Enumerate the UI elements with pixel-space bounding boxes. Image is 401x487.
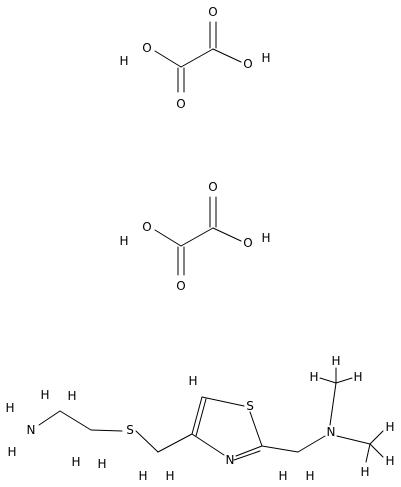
- bond-ring: [191, 396, 203, 435]
- atom-o: O: [176, 97, 185, 111]
- atom-h: H: [309, 370, 318, 384]
- atom-h: H: [165, 469, 174, 483]
- atom-o: O: [142, 41, 151, 55]
- oxalic-acid-molecule-1: H O O O O H: [119, 5, 270, 111]
- atom-h: H: [97, 457, 106, 471]
- atom-o: O: [208, 5, 217, 19]
- bond-c-s: [90, 429, 123, 432]
- atom-h: H: [188, 374, 197, 388]
- atom-h: H: [138, 469, 147, 483]
- oxalic-acid-molecule-2: H O O O O H: [119, 180, 270, 293]
- bond-s-c: [135, 430, 159, 453]
- atom-h: H: [385, 454, 394, 468]
- bond-c-n: [297, 435, 326, 453]
- bond-n-c: [38, 410, 61, 426]
- atom-h: H: [261, 51, 270, 65]
- atom-o: O: [208, 180, 217, 194]
- atom-h: H: [40, 388, 49, 402]
- bond-ring: [201, 396, 245, 407]
- bond-ring-double: [233, 450, 261, 461]
- atom-h: H: [119, 234, 128, 248]
- atom-h: H: [71, 455, 80, 469]
- atom-n: N: [226, 453, 235, 467]
- thiazole-amine-molecule: H N H H H H H S H H H S N H H N: [5, 374, 371, 483]
- bond-ring: [235, 445, 263, 457]
- atom-o: O: [243, 57, 252, 71]
- atom-h: H: [360, 465, 369, 479]
- bond-n-me: [336, 435, 371, 445]
- atom-h: H: [353, 370, 362, 384]
- bond-c-h: [369, 430, 384, 445]
- bond-n-me: [329, 382, 337, 426]
- atom-h: H: [278, 469, 287, 483]
- bond-c-cring: [157, 433, 193, 453]
- bond-c-h: [319, 377, 337, 384]
- atom-o: O: [142, 220, 151, 234]
- bond-oh-c: [154, 229, 182, 247]
- bond-c-c: [180, 227, 214, 247]
- bond-c-oh: [212, 227, 242, 242]
- atom-h: H: [385, 420, 394, 434]
- methyl-group-2: H H H: [360, 420, 394, 479]
- atom-o: O: [243, 236, 252, 250]
- atom-s: S: [246, 399, 254, 413]
- atom-n: N: [327, 425, 336, 439]
- atom-h: H: [261, 231, 270, 245]
- bond-ring: [249, 411, 263, 447]
- bond-ring-double: [195, 398, 207, 437]
- atom-s: S: [126, 423, 134, 437]
- atom-h: H: [119, 54, 128, 68]
- methyl-group-1: H H H: [309, 354, 362, 384]
- bond-c-c: [180, 48, 214, 68]
- bond-cring-c: [261, 445, 299, 453]
- atom-o: O: [176, 279, 185, 293]
- atom-h: H: [305, 469, 314, 483]
- bond-c-h: [369, 443, 384, 458]
- bond-ring: [191, 433, 225, 456]
- bond-c-oh: [212, 48, 242, 63]
- atom-h: H: [7, 445, 16, 459]
- atom-h: H: [331, 354, 340, 368]
- bond-c-h: [365, 443, 371, 463]
- bond-oh-c: [154, 50, 182, 68]
- atom-h: H: [67, 389, 76, 403]
- bond-c-h: [335, 377, 353, 384]
- bond-c-c: [59, 410, 92, 431]
- atom-h: H: [5, 401, 14, 415]
- atom-n: N: [27, 423, 36, 437]
